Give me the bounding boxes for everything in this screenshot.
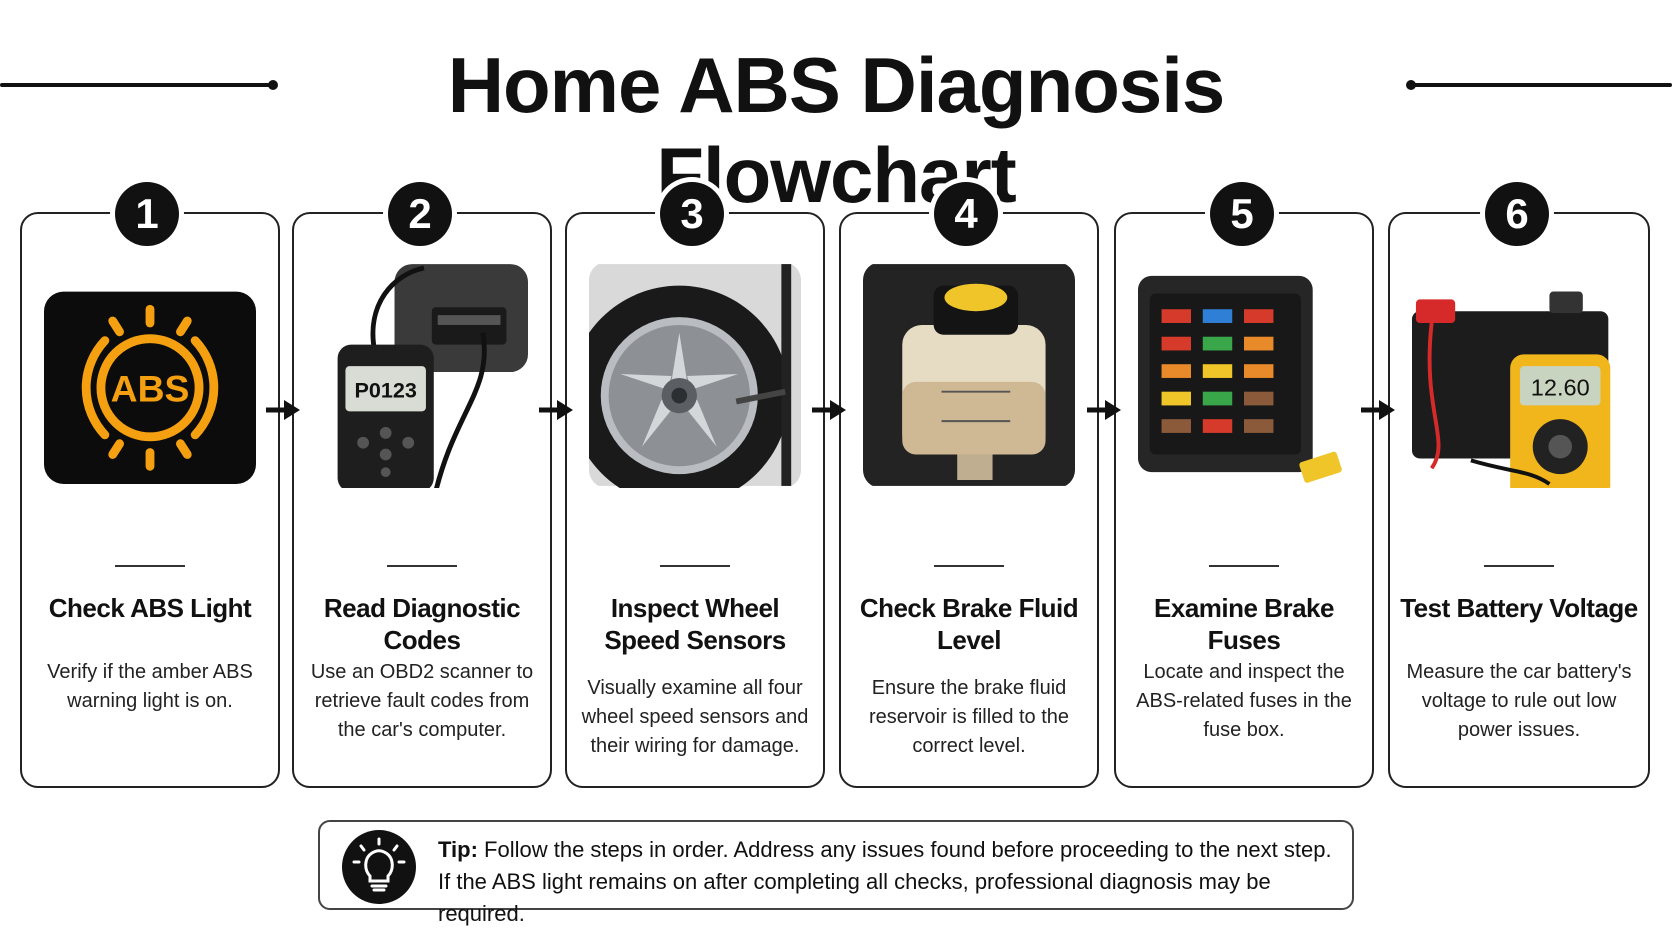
- step-3-description: Visually examine all four wheel speed se…: [581, 677, 809, 757]
- step-5-number-badge: 5: [1210, 182, 1274, 246]
- battery-multimeter-graphic: 12.60: [1412, 264, 1626, 488]
- tip-text: Tip: Follow the steps in order. Address …: [438, 834, 1336, 930]
- step-3-title: Inspect Wheel Speed Sensors: [604, 593, 786, 655]
- step-5-title: Examine Brake Fuses: [1154, 593, 1334, 655]
- title-rule-right: [1410, 83, 1672, 87]
- abs-warning-light-icon: ABS: [44, 262, 256, 488]
- step-1-description: Verify if the amber ABS warning light is…: [47, 661, 253, 712]
- obd2-scanner-graphic: P0123: [316, 264, 528, 488]
- battery-multimeter-icon: 12.60: [1412, 262, 1626, 488]
- step-2-title: Read Diagnostic Codes: [323, 593, 521, 655]
- step-6-card: 12.60 Test Battery Voltage Measure the c…: [1388, 212, 1650, 788]
- step-4-number-badge: 4: [934, 182, 998, 246]
- step-1-divider: [115, 565, 185, 567]
- abs-light-label: ABS: [111, 368, 190, 410]
- tip-line-2: If the ABS light remains on after comple…: [438, 869, 1271, 926]
- page-title: Home ABS Diagnosis Flowchart: [447, 41, 1226, 219]
- step-4-divider: [934, 565, 1004, 567]
- arrow-right-icon: [1361, 399, 1395, 421]
- title-rule-dot-left: [268, 80, 278, 90]
- step-6-divider: [1484, 565, 1554, 567]
- brake-fluid-reservoir-icon: [863, 262, 1075, 488]
- step-6-number-badge: 6: [1485, 182, 1549, 246]
- scanner-code-readout: P0123: [354, 378, 416, 403]
- tip-label: Tip:: [438, 837, 478, 862]
- step-3-divider: [660, 565, 730, 567]
- step-2-number-badge: 2: [388, 182, 452, 246]
- step-1-number-badge: 1: [115, 182, 179, 246]
- step-1-title: Check ABS Light: [48, 593, 252, 623]
- step-3-card: Inspect Wheel Speed Sensors Visually exa…: [565, 212, 825, 788]
- step-6-description: Measure the car battery's voltage to rul…: [1406, 661, 1632, 741]
- tip-line-1: Follow the steps in order. Address any i…: [484, 837, 1332, 862]
- step-5-description: Locate and inspect the ABS-related fuses…: [1136, 661, 1352, 741]
- step-1-card: ABS Check ABS Light Verify if the amber …: [20, 212, 280, 788]
- step-2-divider: [387, 565, 457, 567]
- step-4-description: Ensure the brake fluid reservoir is fill…: [868, 677, 1070, 757]
- step-4-title: Check Brake Fluid Level: [859, 593, 1079, 655]
- tip-box: Tip: Follow the steps in order. Address …: [318, 820, 1354, 926]
- step-2-card: P0123 Read Diagnostic Codes Use an OBD2 …: [292, 212, 552, 788]
- multimeter-voltage-readout: 12.60: [1531, 375, 1590, 401]
- car-wheel-graphic: [589, 264, 801, 488]
- arrow-right-icon: [539, 399, 573, 421]
- title-rule-left: [0, 83, 270, 87]
- obd2-scanner-icon: P0123: [316, 262, 528, 488]
- step-4-card: Check Brake Fluid Level Ensure the brake…: [839, 212, 1099, 788]
- step-6-title: Test Battery Voltage: [1400, 593, 1638, 623]
- fuse-box-icon: [1138, 262, 1350, 488]
- step-3-number-badge: 3: [660, 182, 724, 246]
- fuse-box-graphic: [1138, 264, 1350, 486]
- brake-fluid-reservoir-graphic: [863, 264, 1075, 486]
- step-2-description: Use an OBD2 scanner to retrieve fault co…: [310, 661, 534, 741]
- car-wheel-icon: [589, 262, 801, 488]
- step-5-divider: [1209, 565, 1279, 567]
- lightbulb-icon: [342, 830, 416, 904]
- title-row: Home ABS Diagnosis Flowchart: [0, 40, 1672, 219]
- arrow-right-icon: [266, 399, 300, 421]
- step-5-card: Examine Brake Fuses Locate and inspect t…: [1114, 212, 1374, 788]
- arrow-right-icon: [812, 399, 846, 421]
- arrow-right-icon: [1087, 399, 1121, 421]
- abs-warning-light-graphic: ABS: [44, 264, 256, 486]
